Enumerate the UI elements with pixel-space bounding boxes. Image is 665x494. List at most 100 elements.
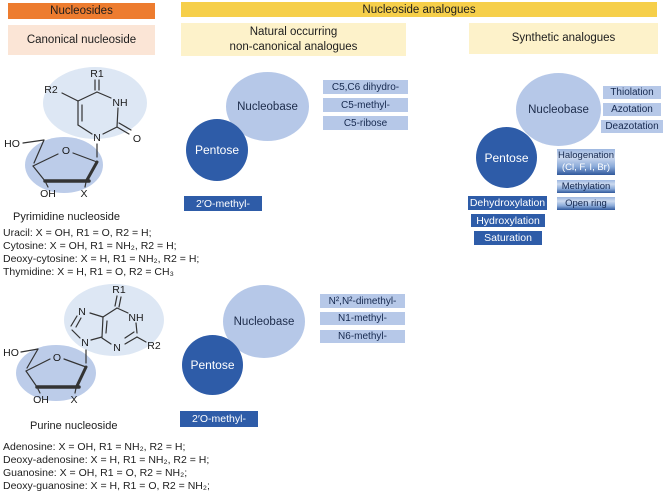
mod-box-n1-methyl: N1-methyl- — [320, 312, 405, 325]
double-bond — [118, 296, 122, 308]
mod-box-c5-methyl: C5-methyl- — [323, 98, 408, 112]
pyrimidine-pentose-highlight — [25, 137, 103, 193]
pyrimidine-structure: R1 R2 NH N O O HO OH X — [4, 67, 147, 200]
header-nucleoside-analogues: Nucleoside analogues — [181, 2, 657, 17]
bond — [45, 182, 49, 188]
atom-label-nh: NH — [128, 312, 143, 324]
bond — [74, 387, 77, 394]
halogenation-elements: (Cl, F, I, Br) — [561, 162, 611, 173]
atom-label-oh: OH — [40, 188, 56, 200]
bond — [136, 336, 147, 343]
mod-box-2o-methyl-top: 2′O-methyl- — [184, 196, 262, 211]
atom-label-n7: N — [78, 306, 86, 318]
bond — [77, 124, 93, 135]
wedge-bond — [85, 160, 99, 182]
halogenation-label: Halogenation — [558, 150, 614, 162]
subheader-natural-analogues: Natural occurring non-canonical analogue… — [181, 23, 406, 56]
legend-line-adenosine: Adenosine: X = OH, R1 = NH₂, R2 = H; — [3, 441, 186, 453]
atom-label-r2: R2 — [147, 340, 161, 352]
bond — [25, 358, 51, 372]
mod-box-dehydroxylation: Dehydroxylation — [468, 196, 547, 210]
header-nucleosides: Nucleosides — [8, 3, 155, 19]
wedge-bond — [75, 365, 88, 388]
bond — [77, 91, 98, 102]
atom-label-oh: OH — [33, 394, 49, 406]
double-bond — [124, 336, 138, 345]
bond — [135, 322, 138, 334]
atom-label-ring-o: O — [53, 352, 61, 364]
legend-line-thymidine: Thymidine: X = H, R1 = O, R2 = CH₃ — [3, 266, 174, 278]
mod-box-saturation: Saturation — [474, 231, 542, 245]
atom-label-n9: N — [81, 337, 89, 349]
mod-box-hydroxylation: Hydroxylation — [471, 214, 545, 227]
purine-caption: Purine nucleoside — [30, 420, 118, 432]
mod-box-n2n2-dimethyl: N²,N²-dimethyl- — [320, 294, 405, 308]
bond — [84, 181, 87, 188]
mod-box-c5c6-dihydro: C5,C6 dihydro- — [323, 80, 408, 94]
atom-label-ho: HO — [3, 347, 19, 359]
bond — [101, 337, 112, 345]
atom-label-n3: N — [113, 342, 121, 354]
legend-line-uracil: Uracil: X = OH, R1 = O, R2 = H; — [3, 227, 152, 239]
bond — [20, 348, 39, 353]
pyrimidine-caption: Pyrimidine nucleoside — [13, 211, 120, 223]
double-bond-inner — [105, 320, 108, 334]
natural-purine-pentose-bubble: Pentose — [182, 335, 243, 395]
double-bond — [118, 122, 132, 131]
atom-label-carbonyl-o: O — [133, 133, 141, 145]
double-bond — [114, 295, 118, 307]
subheader-canonical-nucleoside: Canonical nucleoside — [8, 25, 155, 55]
subheader-synthetic-analogues: Synthetic analogues — [469, 23, 658, 54]
legend-line-guanosine: Guanosine: X = OH, R1 = O, R2 = NH₂; — [3, 467, 188, 479]
bond — [25, 370, 38, 388]
bond — [63, 358, 87, 368]
bond — [102, 126, 118, 135]
mod-box-methylation: Methylation — [557, 180, 615, 193]
legend-line-deoxy-cytosine: Deoxy-cytosine: X = H, R1 = NH₂, R2 = H; — [3, 253, 200, 265]
mod-box-halogenation: Halogenation (Cl, F, I, Br) — [557, 149, 615, 175]
bond — [102, 307, 118, 318]
pyrimidine-legend: Uracil: X = OH, R1 = O, R2 = H; Cytosine… — [3, 227, 199, 279]
atom-label-r2: R2 — [44, 84, 58, 96]
bond — [32, 153, 59, 167]
purine-structure: R1 NH R2 N N N O HO OH X — [3, 284, 164, 406]
double-bond — [116, 126, 130, 135]
synthetic-nucleobase-bubble: Nucleobase — [516, 73, 601, 146]
mod-box-2o-methyl-bottom: 2′O-methyl- — [180, 411, 258, 427]
bond — [22, 139, 45, 144]
legend-line-deoxy-adenosine: Deoxy-adenosine: X = H, R1 = NH₂, R2 = H… — [3, 454, 210, 466]
bond — [96, 91, 112, 99]
pyrimidine-nucleobase-highlight — [43, 67, 147, 139]
bond — [71, 329, 81, 339]
atom-label-x: X — [80, 188, 87, 200]
bond — [32, 165, 46, 182]
atom-label-ring-o: O — [62, 145, 70, 157]
bond — [33, 139, 45, 164]
bond — [37, 388, 41, 394]
atom-label-n1: N — [93, 132, 101, 144]
double-bond-inner — [75, 317, 82, 328]
bond — [89, 312, 104, 318]
legend-line-deoxy-guanosine: Deoxy-guanosine: X = H, R1 = O, R2 = NH₂… — [3, 480, 210, 492]
atom-label-r1: R1 — [112, 284, 126, 296]
bond — [101, 316, 104, 338]
legend-line-cytosine: Cytosine: X = OH, R1 = NH₂, R2 = H; — [3, 240, 177, 252]
bond — [26, 348, 39, 369]
mod-box-open-ring: Open ring — [557, 197, 615, 210]
mod-box-c5-ribose: C5-ribose — [323, 116, 408, 130]
double-bond-inner — [124, 331, 135, 339]
synthetic-pentose-bubble: Pentose — [476, 127, 537, 188]
atom-label-r1: R1 — [90, 68, 104, 80]
mod-box-n6-methyl: N6-methyl- — [320, 330, 405, 343]
mod-box-thiolation: Thiolation — [603, 86, 661, 99]
mod-box-deazotation: Deazotation — [601, 120, 663, 133]
double-bond — [70, 315, 78, 327]
bond — [90, 336, 103, 341]
mod-box-azotation: Azotation — [603, 103, 661, 116]
natural-pyrimidine-pentose-bubble: Pentose — [186, 119, 248, 181]
bond — [116, 107, 119, 128]
bond — [116, 307, 129, 314]
atom-label-x: X — [70, 394, 77, 406]
purine-legend: Adenosine: X = OH, R1 = NH₂, R2 = H; Deo… — [3, 441, 210, 493]
